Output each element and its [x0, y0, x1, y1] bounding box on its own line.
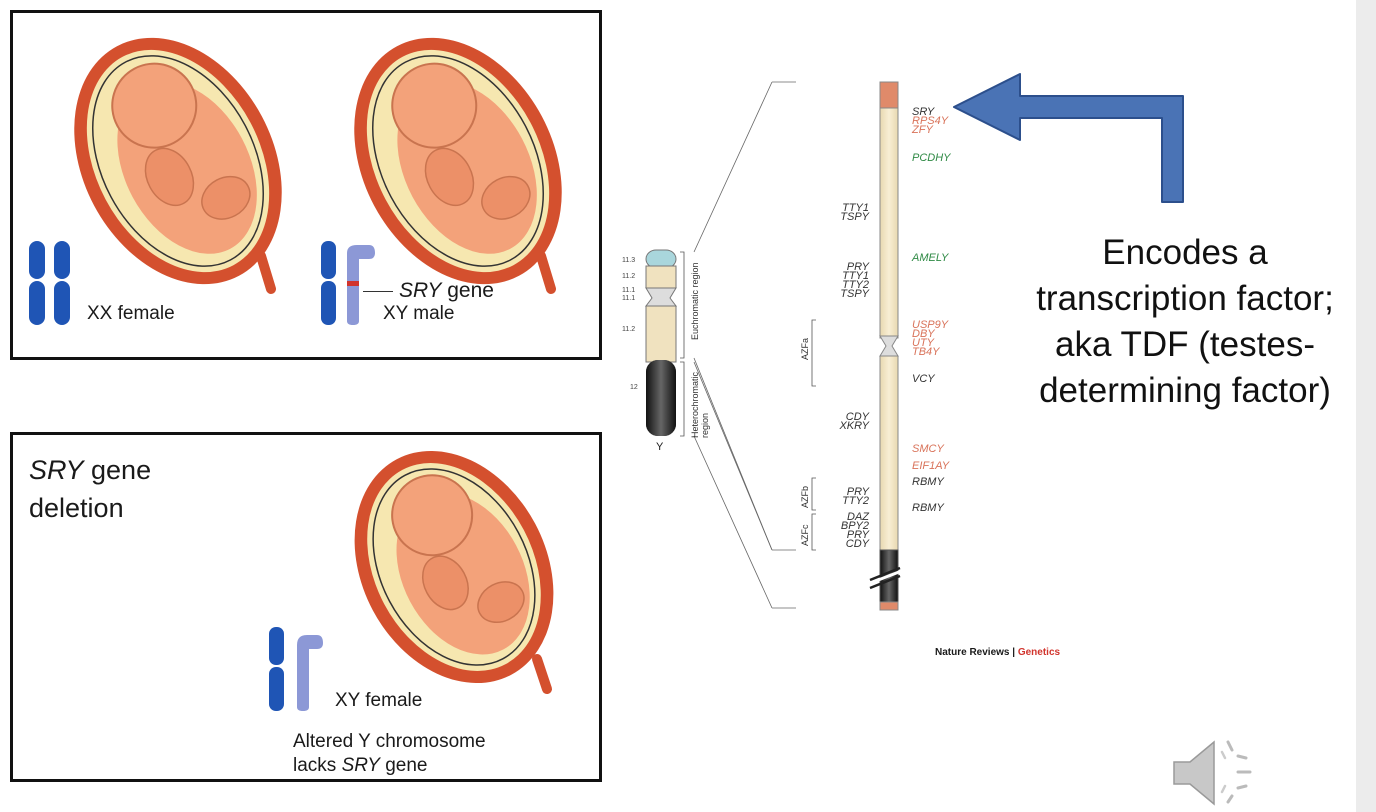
xy-female-chromosome-icon — [269, 627, 323, 711]
gene-tspy-a: TSPY — [840, 211, 869, 223]
note-sry: SRY — [341, 755, 380, 776]
xy-chromosome-icon — [321, 241, 375, 325]
right-scroll-strip — [1356, 0, 1376, 812]
speaker-icon[interactable] — [1170, 738, 1260, 808]
fetus-illustration-xy-female — [354, 450, 554, 694]
gene-rbmy-1: RBMY — [912, 476, 944, 488]
sry-gene-name: SRY — [399, 279, 442, 302]
annotation-line-1: Encodes a — [1102, 233, 1268, 272]
gene-sry: SRY — [912, 106, 935, 118]
gene-rbmy-2: RBMY — [912, 502, 944, 514]
gene-tty1-a: TTY1 — [842, 202, 869, 214]
gene-cdy-1: CDY — [845, 411, 869, 423]
sry-pointer-line — [363, 291, 393, 292]
gene-bpy2: BPY2 — [840, 520, 869, 532]
xx-female-label: XX female — [87, 303, 175, 324]
azfc-label: AZFc — [800, 524, 810, 547]
gene-pry-3: PRY — [846, 529, 869, 541]
chromosome-y-label: Y — [656, 441, 664, 453]
altered-y-note-line2: lacks SRY gene — [293, 755, 428, 777]
gene-amely: AMELY — [912, 252, 949, 264]
note-prefix: lacks — [293, 755, 342, 776]
sry-function-annotation: Encodes a transcription factor; aka TDF … — [995, 230, 1375, 414]
gene-pcdhy: PCDHY — [912, 152, 951, 164]
band-label-6: 12 — [630, 384, 638, 391]
band-label-2: 11.2 — [622, 273, 636, 280]
annotation-line-2: transcription factor; — [1036, 279, 1334, 318]
gene-rps4y: RPS4Y — [912, 115, 949, 127]
xy-female-label: XY female — [335, 690, 423, 711]
gene-cdy-2: CDY — [845, 538, 869, 550]
gene-daz: DAZ — [847, 511, 869, 523]
gene-vcy: VCY — [912, 373, 935, 385]
gene-dby: DBY — [912, 328, 935, 340]
gene-zfy: ZFY — [912, 124, 933, 136]
sry-heading-suffix: gene — [83, 455, 152, 485]
sry-gene-label: SRY gene — [399, 279, 494, 303]
panel-sry-deletion: SRY gene deletion XY female Altered Y ch… — [10, 432, 602, 782]
gene-smcy: SMCY — [912, 443, 944, 455]
annotation-line-4: determining factor) — [1039, 371, 1331, 410]
sry-deletion-heading-line1: SRY gene — [29, 455, 151, 486]
xy-male-label: XY male — [383, 303, 455, 324]
band-label-5: 11.2 — [622, 326, 636, 333]
euchromatic-region-label: Euchromatic region — [690, 262, 700, 340]
band-label-1: 11.3 — [622, 257, 636, 264]
xx-chromosome-icon — [29, 241, 70, 325]
gene-usp9y: USP9Y — [912, 319, 949, 331]
gene-tty2-a: TTY2 — [842, 279, 869, 291]
credit-journal: Nature Reviews | — [935, 647, 1018, 658]
gene-tb4y: TB4Y — [912, 346, 940, 358]
gene-tspy-b: TSPY — [840, 288, 869, 300]
gene-xkry: XKRY — [839, 420, 869, 432]
sry-deletion-heading-line2: deletion — [29, 493, 124, 523]
credit-section: Genetics — [1017, 647, 1061, 658]
heterochromatic-region-label: Heterochromatic region — [690, 371, 710, 438]
gene-pry-2: PRY — [846, 486, 869, 498]
gene-tty1-b: TTY1 — [842, 270, 869, 282]
gene-uty: UTY — [912, 337, 934, 349]
annotation-line-3: aka TDF (testes- — [1055, 325, 1315, 364]
azfb-label: AZFb — [800, 485, 810, 508]
y-chromosome-figure — [645, 81, 905, 611]
sry-heading-name: SRY — [29, 455, 84, 485]
band-label-3: 11.1 — [622, 287, 636, 294]
sry-gene-suffix: gene — [441, 279, 494, 302]
arrow-icon — [953, 73, 1184, 203]
gene-tty2-b: TTY2 — [842, 495, 869, 507]
gene-eif1ay: EIF1AY — [912, 460, 950, 472]
note-suffix: gene — [379, 755, 428, 776]
figure-credit: Nature Reviews | Genetics — [935, 647, 1060, 658]
panel-normal-development: XX female SRY gene XY male — [10, 10, 602, 360]
azfa-label: AZFa — [800, 337, 810, 360]
fetus-illustration-male — [354, 37, 562, 294]
gene-pry-1: PRY — [846, 261, 869, 273]
altered-y-note-line1: Altered Y chromosome — [293, 731, 486, 752]
band-label-4: 11.1 — [622, 295, 636, 302]
fetus-illustration-female — [74, 37, 282, 294]
